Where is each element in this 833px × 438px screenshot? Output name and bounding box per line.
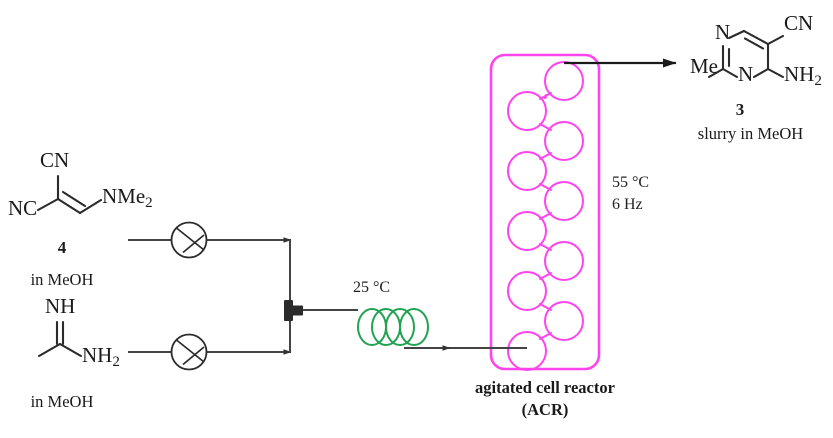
nh2-subscript: 2 bbox=[112, 353, 120, 370]
reactor-temperature-label: 55 °C bbox=[612, 174, 650, 191]
atom-label-me: Me bbox=[690, 54, 718, 78]
structure-acetamidine bbox=[37, 320, 83, 358]
nme2-subscript: 2 bbox=[145, 194, 153, 211]
tee-mixer bbox=[284, 300, 303, 321]
reactor-cell bbox=[544, 241, 584, 281]
nh2-text: NH bbox=[82, 343, 113, 367]
reactor-cell bbox=[507, 91, 547, 131]
reactor-cell bbox=[507, 151, 547, 191]
compound-number-3: 3 bbox=[735, 100, 745, 119]
product-state-label: slurry in MeOH bbox=[697, 124, 804, 143]
structure-compound-3 bbox=[707, 29, 785, 79]
reactor-cell bbox=[544, 121, 584, 161]
atom-label-nh-top: NH bbox=[45, 294, 76, 318]
reactor-frequency-label: 6 Hz bbox=[612, 196, 643, 213]
atom-label-ring-n-bottom: N bbox=[738, 62, 754, 86]
reactor-cell bbox=[544, 181, 584, 221]
atom-label-nh2: NH2 bbox=[82, 343, 120, 371]
atom-label-product-cn: CN bbox=[784, 11, 814, 35]
feed-bottom-solvent: in MeOH bbox=[30, 392, 94, 411]
reactor-cell bbox=[507, 331, 547, 371]
piping-network bbox=[128, 237, 358, 355]
product-nh2-text: NH bbox=[784, 62, 815, 86]
pump-top bbox=[170, 221, 208, 259]
product-nh2-subscript: 2 bbox=[814, 72, 822, 89]
compound-number-4: 4 bbox=[57, 238, 67, 257]
atom-label-nme2: NMe2 bbox=[102, 184, 153, 212]
atom-label-product-nh2: NH2 bbox=[784, 62, 822, 90]
reactor-caption-line1: agitated cell reactor bbox=[475, 378, 615, 397]
atom-label-cn-top: CN bbox=[40, 148, 70, 172]
structure-compound-4 bbox=[36, 174, 103, 215]
preheat-coil bbox=[357, 308, 429, 346]
reactor-vessel-outline bbox=[489, 53, 601, 371]
atom-label-nc-left: NC bbox=[8, 196, 38, 220]
reactor-cell bbox=[507, 211, 547, 251]
reactor-cell bbox=[507, 271, 547, 311]
reactor-cell bbox=[544, 301, 584, 341]
nme2-text: NMe bbox=[102, 184, 146, 208]
reactor-caption-line2: (ACR) bbox=[521, 400, 569, 419]
feed-top-solvent: in MeOH bbox=[30, 270, 94, 289]
pump-bottom bbox=[170, 333, 208, 371]
coil-temperature-label: 25 °C bbox=[353, 279, 391, 296]
agitated-cell-reactor bbox=[489, 53, 601, 371]
atom-label-ring-n-top: N bbox=[715, 20, 731, 44]
